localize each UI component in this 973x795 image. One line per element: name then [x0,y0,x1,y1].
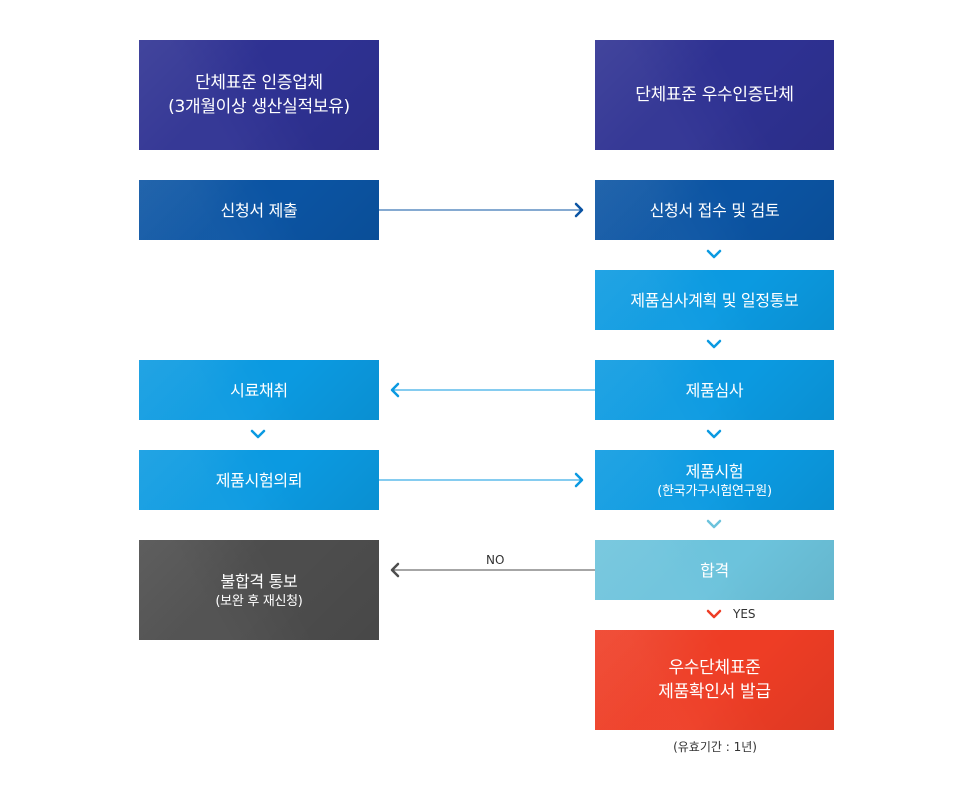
node-test-line2: (한국가구시험연구원) [657,483,772,499]
node-test-line1: 제품시험 [685,461,744,481]
node-issue-line2: 제품확인서 발급 [658,682,771,702]
chevron-down-icon [706,609,722,619]
chevron-down-icon [706,429,722,439]
node-cert-company: 단체표준 인증업체 (3개월이상 생산실적보유) [139,40,379,150]
node-receive-label: 신청서 접수 및 검토 [649,200,780,220]
node-fail-line1: 불합격 통보 [220,571,298,591]
node-cert-company-line1: 단체표준 인증업체 [195,73,323,93]
node-apply-label: 신청서 제출 [220,200,298,220]
node-excellent-org: 단체표준 우수인증단체 [595,40,834,150]
node-plan-label: 제품심사계획 및 일정통보 [630,290,799,310]
chevron-down-icon [706,249,722,259]
arrowhead-left-icon [390,382,400,398]
node-test-request: 제품시험의뢰 [139,450,379,510]
node-pass-label: 합격 [700,560,729,580]
node-fail-line2: (보완 후 재신청) [215,593,303,609]
node-excellent-org-line1: 단체표준 우수인증단체 [635,85,794,105]
node-cert-company-line2: (3개월이상 생산실적보유) [168,97,350,117]
node-pass: 합격 [595,540,834,600]
arrowhead-right-icon [574,472,584,488]
arrowhead-left-icon [390,562,400,578]
node-apply: 신청서 제출 [139,180,379,240]
arrowhead-right-icon [574,202,584,218]
node-fail: 불합격 통보 (보완 후 재신청) [139,540,379,640]
node-review: 제품심사 [595,360,834,420]
node-test-request-label: 제품시험의뢰 [215,470,303,490]
chevron-down-icon [706,519,722,529]
validity-note: (유효기간 : 1년) [673,740,757,754]
node-issue-line1: 우수단체표준 [668,658,761,678]
node-issue: 우수단체표준 제품확인서 발급 [595,630,834,730]
node-receive: 신청서 접수 및 검토 [595,180,834,240]
edge-label-yes: YES [733,607,756,621]
node-sampling-label: 시료채취 [230,380,288,400]
chevron-down-icon [706,339,722,349]
chevron-down-icon [250,429,266,439]
edge-label-no: NO [486,553,505,567]
node-review-label: 제품심사 [685,380,744,400]
node-sampling: 시료채취 [139,360,379,420]
node-test: 제품시험 (한국가구시험연구원) [595,450,834,510]
node-plan: 제품심사계획 및 일정통보 [595,270,834,330]
